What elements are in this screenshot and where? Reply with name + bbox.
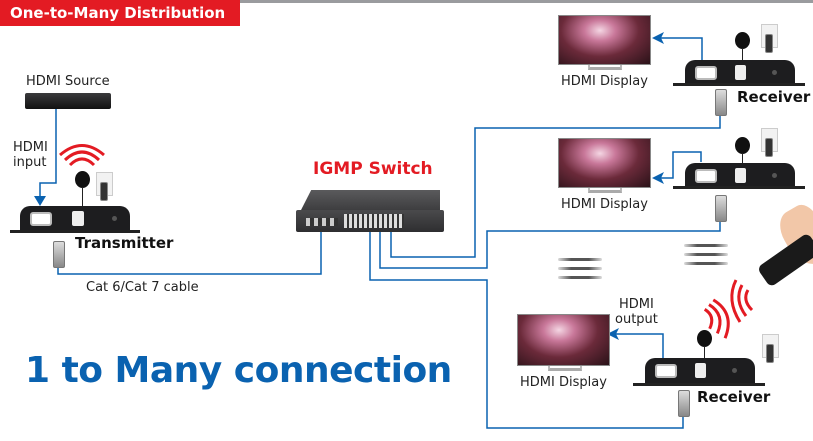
arrow-head-icon	[34, 196, 46, 206]
receiver3-output-wire	[615, 333, 664, 358]
power-adapter-icon	[766, 344, 774, 363]
hdmi-port-icon	[695, 66, 717, 80]
hdmi-input-wire	[39, 100, 57, 200]
hdmi-input-label-line1: HDMI	[13, 140, 48, 155]
switch-label: IGMP Switch	[313, 159, 433, 179]
tv-display-icon	[517, 314, 610, 366]
ir-signal-icon	[703, 298, 730, 339]
transmitter-device	[20, 206, 130, 231]
ir-port-icon	[695, 363, 706, 378]
network-switch-top	[300, 190, 440, 212]
hdmi-port-icon	[695, 169, 717, 183]
power-adapter-icon	[100, 182, 108, 201]
tv-display-icon	[558, 138, 651, 188]
reset-button-icon	[772, 173, 777, 178]
cat-cable-wire	[57, 232, 322, 275]
motion-lines-icon	[558, 258, 602, 279]
ir-signal-icon	[730, 279, 754, 323]
ir-port-icon	[735, 168, 746, 183]
banner-title: One-to-Many Distribution	[0, 0, 240, 26]
dvd-player-icon	[25, 93, 111, 109]
uplink-ports	[306, 218, 338, 226]
power-adapter-icon	[765, 138, 773, 157]
power-adapter-icon	[765, 34, 773, 53]
receiver-device	[685, 60, 795, 84]
arrow-head-icon	[652, 32, 664, 44]
transmitter-label: Transmitter	[75, 234, 174, 252]
ir-signal-icon	[59, 144, 105, 167]
ir-port-icon	[72, 211, 84, 226]
reset-button-icon	[732, 368, 737, 373]
receiver-label: Receiver	[737, 88, 811, 106]
arrow-head-icon	[652, 172, 664, 184]
switch-ports	[344, 214, 404, 228]
ir-cable	[82, 187, 83, 207]
display-label: HDMI Display	[561, 74, 648, 89]
display-label: HDMI Display	[561, 197, 648, 212]
ir-receiver-eye-icon	[697, 330, 712, 347]
reset-button-icon	[772, 70, 777, 75]
ir-receiver-eye-icon	[75, 171, 90, 188]
receiver-device	[685, 163, 795, 187]
switch-to-receiver2-wire	[379, 220, 721, 269]
hdmi-output-label-line1: HDMI	[619, 297, 654, 312]
display-label: HDMI Display	[520, 375, 607, 390]
rj45-connector-icon	[678, 390, 690, 417]
ir-port-icon	[735, 65, 746, 80]
rj45-connector-icon	[715, 195, 727, 222]
rj45-connector-icon	[715, 89, 727, 116]
motion-lines-icon	[684, 244, 728, 265]
hdmi-input-label-line2: input	[13, 155, 47, 170]
reset-button-icon	[112, 216, 117, 221]
headline: 1 to Many connection	[25, 350, 452, 391]
ir-receiver-eye-icon	[735, 137, 750, 154]
source-label: HDMI Source	[26, 74, 110, 89]
top-divider-bar	[0, 0, 813, 3]
switch-to-receiver3-wire	[369, 232, 684, 429]
cable-label: Cat 6/Cat 7 cable	[86, 280, 199, 295]
receiver-device	[645, 358, 755, 384]
hdmi-port-icon	[655, 364, 677, 378]
hdmi-port-icon	[30, 212, 52, 226]
rj45-connector-icon	[53, 241, 65, 268]
switch-to-receiver1-wire	[390, 115, 721, 258]
arrow-head-icon	[607, 328, 619, 340]
hdmi-output-label-line2: output	[615, 312, 658, 327]
network-switch-icon	[296, 210, 444, 232]
receiver2-output-wire	[660, 151, 702, 179]
tv-display-icon	[558, 15, 651, 65]
receiver1-output-wire	[660, 37, 703, 60]
receiver-label: Receiver	[697, 388, 771, 406]
ir-receiver-eye-icon	[735, 32, 750, 49]
